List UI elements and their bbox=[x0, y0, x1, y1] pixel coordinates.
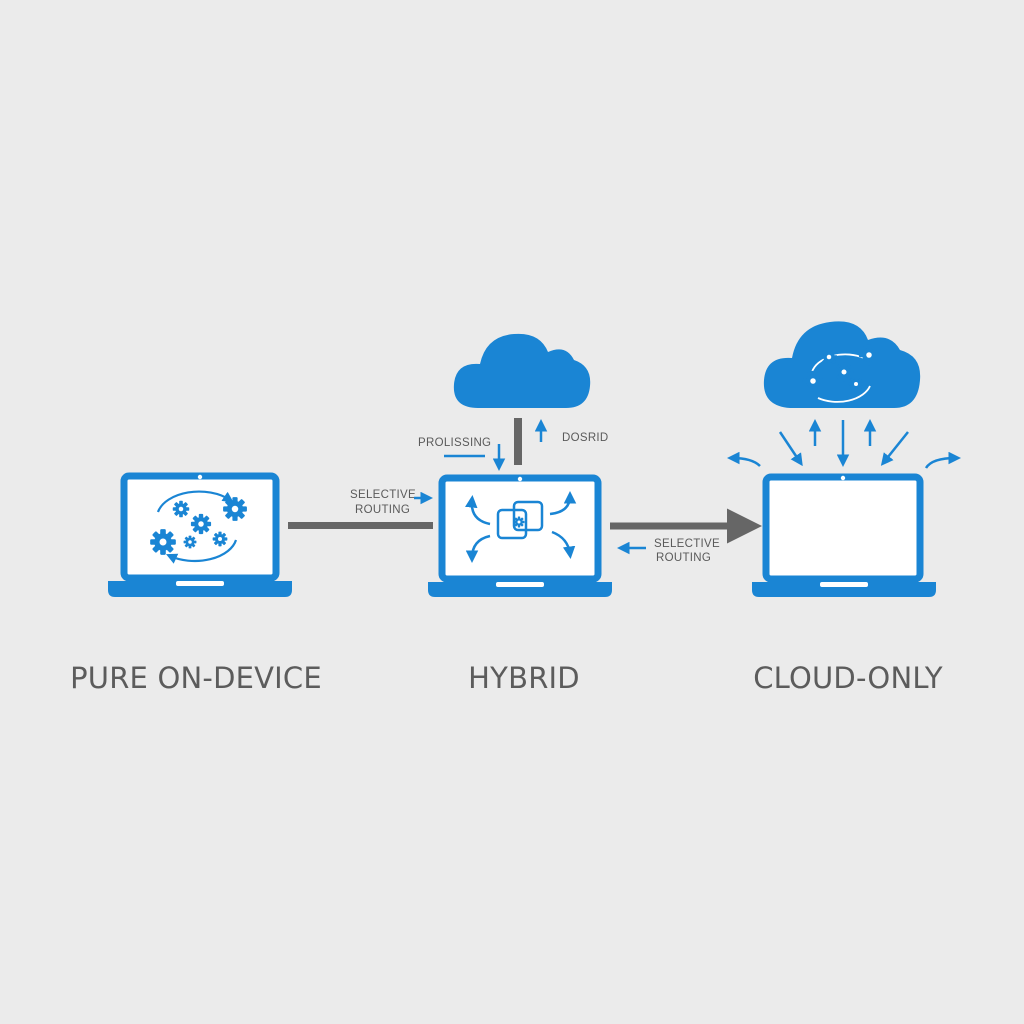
routing-annotation-left: SELECTIVE ROUTING bbox=[350, 489, 433, 516]
processing-label: PROLISSING bbox=[418, 437, 491, 449]
routing-left-line2: ROUTING bbox=[355, 504, 410, 516]
connector-on-device-hybrid bbox=[288, 522, 433, 529]
cloud-icon-hybrid bbox=[453, 333, 591, 408]
laptop-icon-hybrid bbox=[428, 474, 612, 597]
cloud-traffic-arrows bbox=[727, 419, 961, 469]
laptop-icon-cloud-only bbox=[752, 473, 936, 597]
routing-core-icon bbox=[465, 491, 577, 563]
title-cloud-only: CLOUD-ONLY bbox=[753, 661, 943, 695]
laptop-icon-on-device bbox=[108, 472, 292, 597]
title-hybrid: HYBRID bbox=[468, 661, 580, 695]
routing-annotation-right: SELECTIVE ROUTING bbox=[617, 538, 720, 564]
routing-left-line1: SELECTIVE bbox=[350, 489, 416, 501]
cloud-link-hybrid: PROLISSING DOSRID bbox=[418, 418, 609, 471]
routing-right-line2: ROUTING bbox=[656, 552, 711, 564]
gears-icon-on-device bbox=[150, 490, 247, 564]
title-on-device: PURE ON-DEVICE bbox=[70, 661, 322, 695]
routing-right-line1: SELECTIVE bbox=[654, 538, 720, 550]
dosrid-label: DOSRID bbox=[562, 432, 609, 444]
